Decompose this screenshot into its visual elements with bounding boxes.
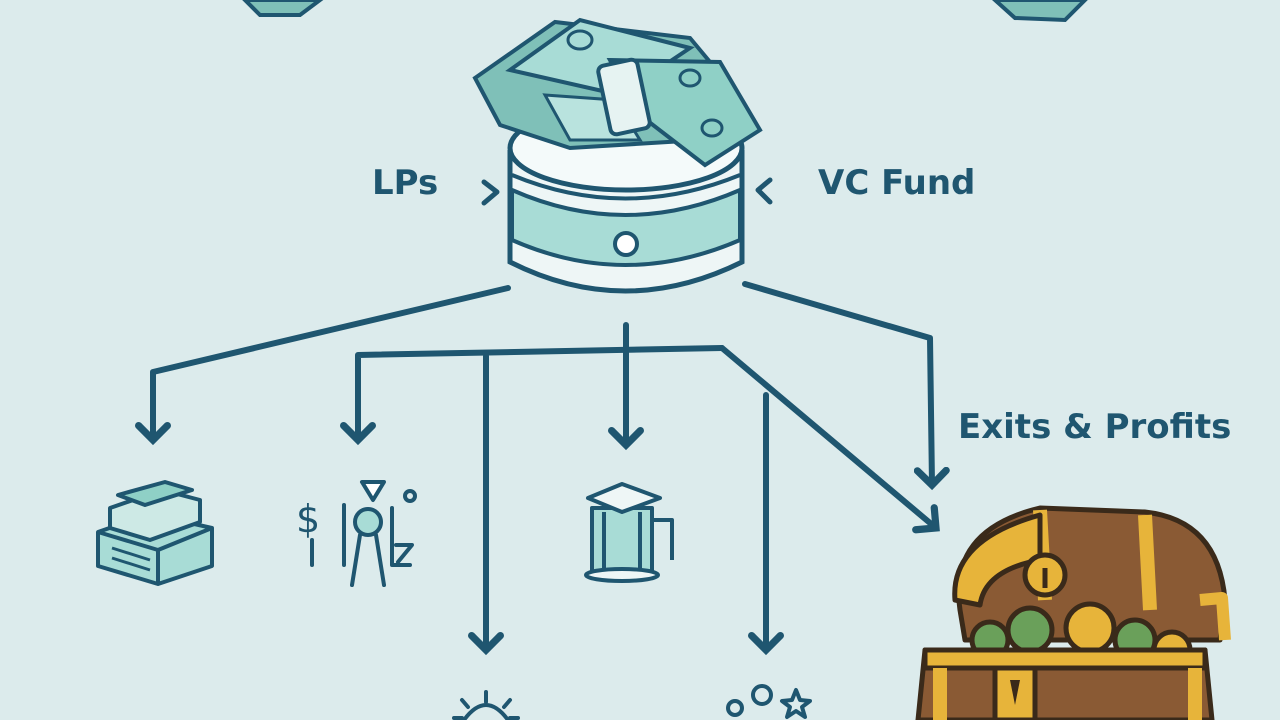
exits-profits-label: Exits & Profits (958, 407, 1231, 447)
treasure-chest-icon (915, 505, 1231, 720)
lps-label: LPs (372, 163, 438, 203)
arrow-to-dollar-badge (340, 345, 725, 446)
cash-stack-icon (96, 480, 214, 586)
arrow-to-chest-diagonal (719, 345, 940, 534)
svg-text:$: $ (296, 497, 320, 541)
flow-arrows (135, 281, 950, 656)
lps-chevron-icon (481, 179, 500, 206)
cash-pile-icon (472, 17, 763, 168)
graduate-cap-icon (584, 482, 674, 583)
bill-bundle-topright-icon (992, 0, 1088, 23)
arrow-to-chest-right (742, 281, 950, 491)
vc-fund-chevron-icon (755, 177, 773, 205)
vc-fund-label: VC Fund (818, 163, 975, 203)
dollar-badge-icon: $ (296, 480, 417, 587)
arrow-to-cash-stack (135, 285, 511, 446)
coins-star-icon (726, 684, 812, 719)
lightbulb-icon (452, 690, 520, 720)
bill-bundle-topleft-icon (242, 0, 324, 17)
